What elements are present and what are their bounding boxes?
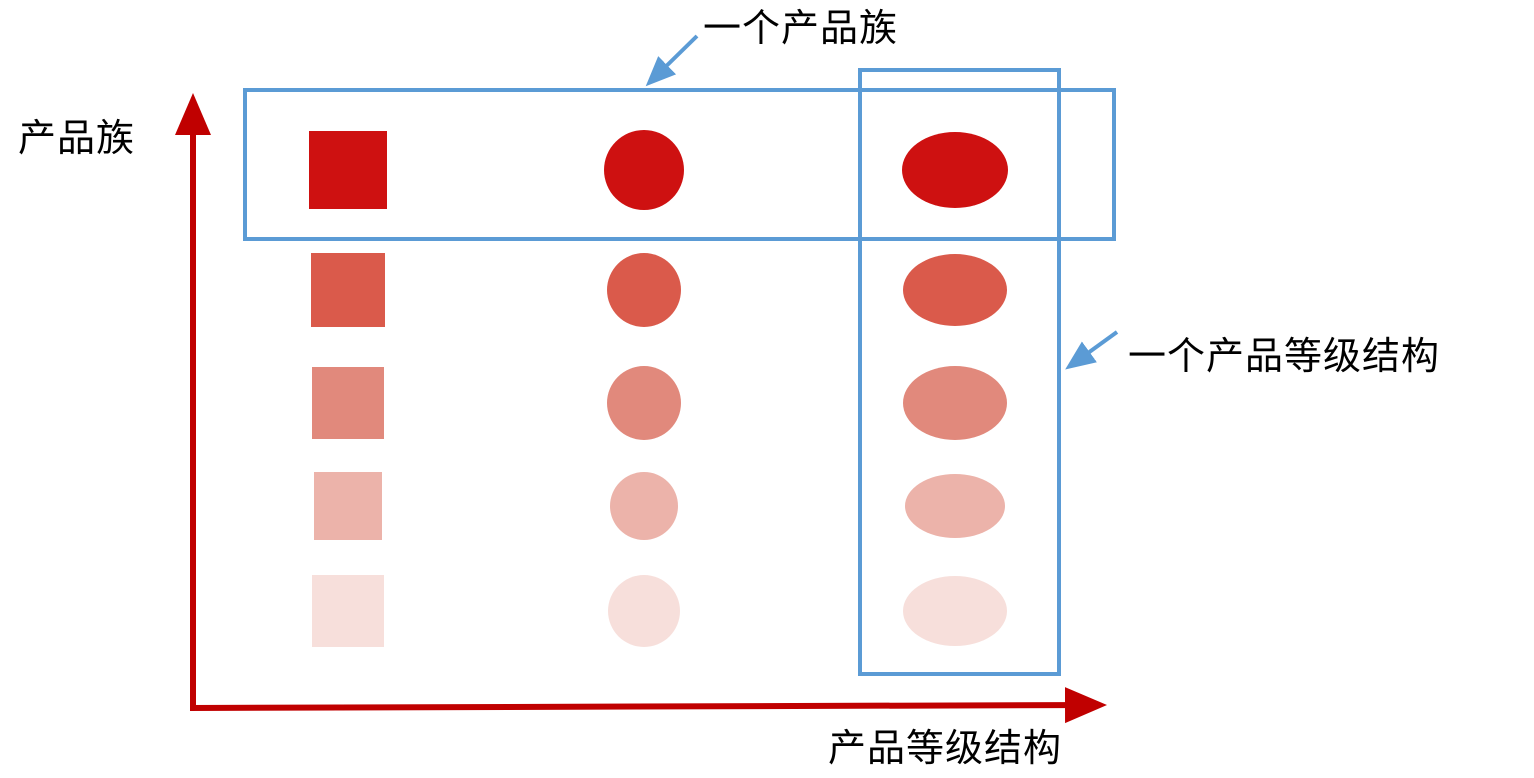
grid-shape-circle-row3 — [607, 366, 681, 440]
grid-shape-ellipse-row4 — [905, 474, 1005, 538]
grid-shape-ellipse-row1 — [902, 132, 1008, 208]
grid-shape-circle-row2 — [607, 253, 681, 327]
grid-shape-ellipse-row3 — [903, 366, 1007, 440]
grid-shape-square-row2 — [311, 253, 385, 327]
grid-shape-square-row3 — [312, 367, 384, 439]
grid-shape-square-row5 — [312, 575, 384, 647]
product-hierarchy-annotation-label: 一个产品等级结构 — [1128, 336, 1441, 378]
grid-shape-circle-row1 — [604, 130, 684, 210]
y-axis-label: 产品族 — [18, 118, 136, 160]
product-family-highlight-box — [243, 88, 1116, 241]
product-family-annotation-arrow — [645, 34, 699, 87]
x-axis-label: 产品等级结构 — [828, 728, 1063, 770]
x-axis-arrow — [189, 687, 1107, 724]
grid-shape-ellipse-row2 — [903, 254, 1007, 326]
product-family-annotation-label: 一个产品族 — [703, 8, 899, 50]
product-hierarchy-annotation-arrow — [1065, 330, 1119, 370]
grid-shape-circle-row5 — [608, 575, 680, 647]
grid-shape-square-row4 — [314, 472, 382, 540]
grid-shape-circle-row4 — [610, 472, 678, 540]
grid-shape-ellipse-row5 — [903, 576, 1007, 646]
grid-shape-square-row1 — [309, 131, 387, 209]
product-hierarchy-highlight-box — [858, 68, 1061, 676]
